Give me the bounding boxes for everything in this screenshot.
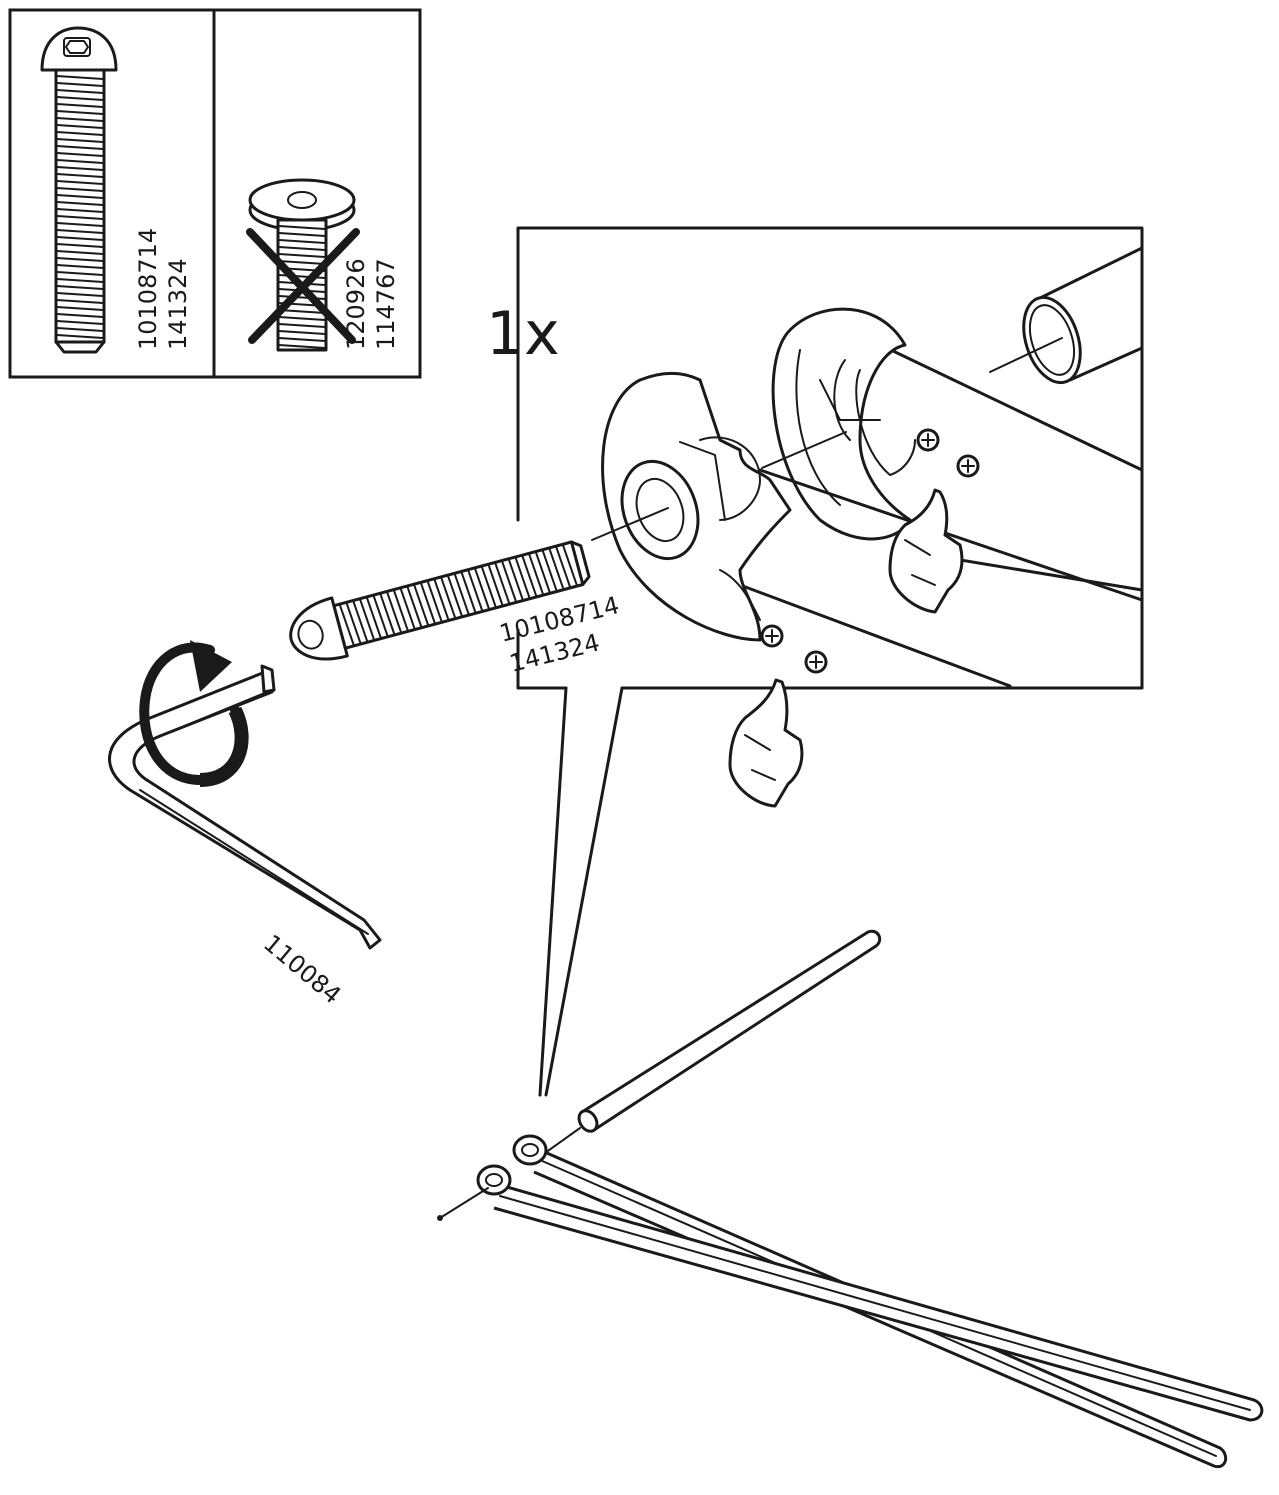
rod-assembly-icon [437,929,1264,1469]
front-connector-icon [601,371,1144,688]
wrong-screw-code-bottom: 114767 [372,258,400,350]
rear-connector-icon [761,307,1144,592]
allen-key-code: 110084 [258,929,346,1009]
long-screw-icon [40,26,118,354]
correct-screw-code-top: 10108714 [134,228,162,350]
quantity-label: 1x [486,299,560,369]
wrong-screw-code-top: 120926 [342,258,370,350]
pointing-hand-icon [888,488,964,614]
detail-callout: 1x [486,226,1144,1097]
parts-box: 10108714 141324 120926 114767 [8,8,422,379]
correct-screw-code-bottom: 141324 [164,258,192,350]
callout-frame [516,226,1144,690]
allen-key-icon [108,664,382,950]
large-screw-icon [289,507,669,661]
callout-pointer-left [538,686,568,1097]
tube-icon [989,246,1144,385]
screw-heads-icon [760,428,980,674]
pointing-hand-icon [728,678,804,808]
short-screw-icon [248,178,356,352]
callout-pointer-right [544,686,624,1097]
screw-insertion-line [591,507,669,541]
not-allowed-cross-icon [246,228,360,344]
rotate-clockwise-icon [139,640,249,787]
